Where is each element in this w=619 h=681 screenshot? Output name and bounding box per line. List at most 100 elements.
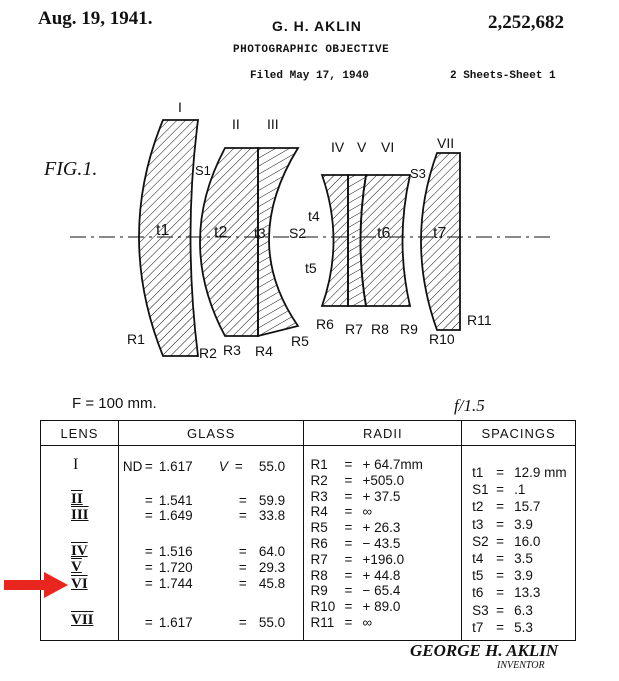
numeral-label: III	[267, 116, 279, 132]
radius-label: R4	[255, 343, 273, 359]
spacing-label: t4	[472, 551, 484, 566]
inventor-signature: GEORGE H. AKLIN	[410, 641, 559, 660]
spacing-value: 13.3	[514, 585, 541, 601]
v-value: 55.0	[258, 459, 286, 474]
radius-label: R9	[400, 321, 418, 337]
column-header: RADII	[303, 420, 463, 446]
thickness-label: t3	[254, 225, 266, 241]
radius-label: R7	[310, 551, 328, 567]
space-label: S2	[289, 225, 306, 241]
radius-label: R8	[371, 321, 389, 337]
radius-value: +505.0	[362, 472, 405, 488]
nd-value: 1.744	[158, 576, 193, 591]
space-label: S1	[195, 163, 211, 178]
spacing-label: t6	[472, 585, 484, 601]
lens-data-table: LENS GLASS RADII SPACINGS I II III IV V …	[40, 420, 576, 641]
nd-value: 1.541	[158, 493, 193, 508]
focal-length: F = 100 mm.	[72, 395, 157, 412]
lens-element-3	[257, 147, 300, 338]
lens-number: III	[71, 507, 89, 523]
spacing-label: t1	[472, 465, 484, 480]
radius-value: + 64.7mm	[362, 457, 423, 472]
nd-value: 1.617	[158, 615, 193, 630]
lens-number: II	[71, 491, 83, 507]
glass-column: ND = 1.617 V = 55.0 = 1.541 = 59.9 = 1.6…	[117, 445, 305, 641]
spacing-value: 6.3	[514, 602, 533, 618]
radius-value: + 89.0	[362, 599, 401, 615]
radius-label: R11	[467, 312, 492, 328]
v-value: 33.8	[258, 508, 286, 523]
filed-date: Filed May 17, 1940	[250, 70, 369, 82]
v-label: V	[218, 459, 228, 474]
radius-label: R8	[310, 567, 328, 583]
patent-number: 2,252,682	[488, 12, 564, 33]
nd-label: ND	[122, 459, 143, 474]
column-header: LENS	[40, 420, 119, 446]
patent-inventor-header: G. H. AKLIN	[272, 18, 362, 34]
radius-value: +196.0	[362, 551, 405, 567]
numeral-label: IV	[331, 139, 345, 155]
radius-label: R3	[223, 342, 241, 358]
radius-label: R2	[310, 472, 328, 488]
thickness-label: t1	[156, 222, 169, 239]
nd-value: 1.516	[158, 544, 193, 559]
figure-label: FIG.1.	[44, 158, 98, 180]
spacing-label: t2	[472, 499, 484, 515]
numeral-label: V	[357, 139, 367, 155]
radius-label: R7	[345, 321, 363, 337]
spacing-label: S3	[472, 602, 489, 618]
spacing-value: .1	[514, 482, 526, 498]
spacing-label: t3	[472, 516, 484, 532]
lens-element-2	[199, 147, 259, 337]
radius-value: ∞	[362, 615, 373, 630]
spacing-label: t5	[472, 568, 484, 584]
spacing-value: 3.5	[514, 551, 533, 566]
spacing-label: S1	[472, 482, 489, 498]
radius-label: R9	[310, 583, 328, 599]
radius-value: + 37.5	[362, 488, 401, 504]
column-header: GLASS	[117, 420, 305, 446]
radius-value: − 43.5	[362, 536, 401, 551]
radius-label: R10	[310, 599, 336, 615]
aperture: f/1.5	[454, 396, 485, 415]
numeral-label: VI	[381, 139, 394, 155]
radius-label: R3	[310, 488, 328, 504]
v-value: 29.3	[258, 560, 286, 575]
radius-label: R5	[310, 520, 328, 536]
nd-value: 1.617	[158, 459, 193, 474]
lens-number: V	[71, 559, 82, 575]
inventor-role: INVENTOR	[497, 660, 545, 671]
numeral-label: VII	[437, 135, 454, 151]
radius-label: R1	[127, 331, 145, 347]
v-value: 55.0	[258, 615, 286, 630]
lens-element-1	[138, 119, 200, 357]
nd-value: 1.649	[158, 508, 193, 523]
lens-number: VII	[71, 612, 94, 628]
thickness-label: t5	[305, 260, 317, 276]
spacing-value: 3.9	[514, 568, 533, 584]
thickness-label: t7	[433, 225, 446, 242]
sheet-count: 2 Sheets-Sheet 1	[450, 70, 556, 82]
radius-label: R10	[429, 331, 455, 347]
numeral-label: I	[178, 99, 182, 115]
patent-date: Aug. 19, 1941.	[38, 8, 153, 29]
v-value: 64.0	[258, 544, 286, 559]
lens-element-6	[359, 174, 412, 307]
spacing-value: 3.9	[514, 516, 533, 532]
thickness-label: t2	[214, 224, 227, 241]
radius-label: R6	[310, 536, 328, 551]
spacing-label: t7	[472, 619, 484, 635]
spacing-label: S2	[472, 533, 489, 549]
numeral-label: II	[232, 116, 240, 132]
thickness-label: t4	[308, 208, 320, 224]
radius-label: R5	[291, 333, 309, 349]
lens-number: IV	[71, 543, 88, 559]
radius-label: R2	[199, 345, 217, 361]
spacing-value: 5.3	[514, 619, 533, 635]
radius-value: + 26.3	[362, 520, 401, 536]
thickness-label: t6	[377, 225, 390, 242]
v-value: 45.8	[258, 576, 286, 591]
v-value: 59.9	[258, 493, 286, 508]
